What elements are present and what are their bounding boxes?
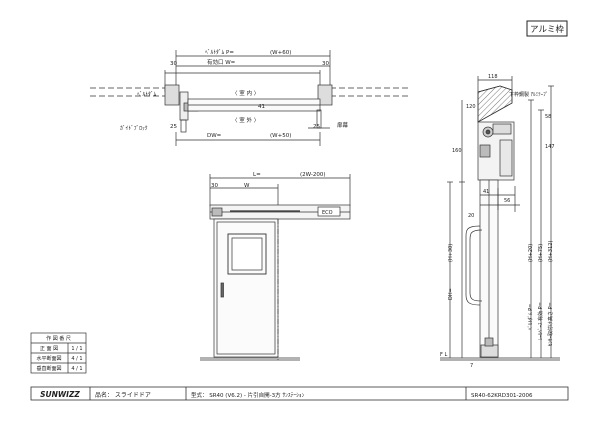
elevation-w-label: W xyxy=(244,183,250,189)
plan-right-small-dim: 25 xyxy=(313,124,320,130)
section-dim-118: 118 xyxy=(488,74,498,80)
elevation-left-dim: 30 xyxy=(211,183,218,189)
plan-labels: ﾍﾞﾙﾄﾀﾞﾑ P= (W+60) 有効口 W= 30 30 ﾍﾞﾙﾄﾀﾞﾑ ｶ… xyxy=(120,49,349,139)
section-bottom-dim: 7 xyxy=(470,363,473,369)
elevation-top-dim-L: L= xyxy=(253,172,261,178)
plan-left-label-2: ｶﾞｲﾄﾞﾌﾞﾛｯｸ xyxy=(120,125,148,132)
scale-row-1-label: 水平断面図 xyxy=(36,355,61,362)
plan-thickness: 41 xyxy=(258,104,265,110)
scale-row-0-value: 1 / 1 xyxy=(71,346,82,352)
drawing-number: SR40-62KRD301-2006 xyxy=(471,393,533,399)
scale-table-text: 作 図 番 尺 正 面 図 1 / 1 水平断面図 4 / 1 垂直断面図 4 … xyxy=(36,335,82,372)
section-v2-label-0: DH= xyxy=(448,288,454,300)
plan-top-label-1: ﾍﾞﾙﾄﾀﾞﾑ P= xyxy=(205,49,234,56)
plan-bottom-label: DW= xyxy=(207,133,222,139)
section-v-label-3: (H+312) xyxy=(548,241,554,262)
section-dim-41: 41 xyxy=(483,189,489,195)
plan-indoor-bottom: 〈 室 外 〉 xyxy=(232,116,259,124)
plan-left-dim: 30 xyxy=(170,61,177,67)
section-v-label-1: (H+20) xyxy=(528,244,534,262)
plan-right-dim: 30 xyxy=(322,61,329,67)
plan-indoor-top: 〈 室 内 〉 xyxy=(232,89,259,97)
product-label: 品名： スライドドア xyxy=(95,391,151,399)
section-dim-20: 20 xyxy=(468,213,474,219)
plan-top-label-2: 有効口 W= xyxy=(207,58,236,66)
brand-logo: SUNWIZZ xyxy=(40,390,80,399)
section-labels: 118 120 58 160 147 41 56 20 下枠鋼製 ｱﾙﾐﾃｰﾌﾟ… xyxy=(440,74,555,369)
section-label-bracket: 下枠鋼製 ｱﾙﾐﾃｰﾌﾟ xyxy=(509,91,548,98)
plan-view xyxy=(90,50,410,146)
title-block-text: SUNWIZZ 品名： スライドドア 型式： SR40 (V6.2) - 片引自… xyxy=(40,390,533,399)
plan-left-small-dim: 25 xyxy=(170,124,177,130)
elevation-view xyxy=(200,174,351,361)
section-dim-120: 120 xyxy=(466,104,476,110)
elevation-labels: L= (2W-200) W 30 ECO xyxy=(211,172,333,216)
corner-tag: アルミ枠 xyxy=(526,20,568,37)
plan-top-label-1-value: (W+60) xyxy=(270,50,291,56)
plan-right-label: 扉幕 xyxy=(337,121,349,129)
scale-table-header: 作 図 番 尺 xyxy=(46,335,71,342)
scale-row-2-value: 4 / 1 xyxy=(71,366,82,372)
section-v2-label-3: ｾﾝｻｰ取付け高さ P= xyxy=(547,302,554,346)
plan-bottom-label-value: (W+50) xyxy=(270,133,291,139)
model-label: 型式： SR40 (V6.2) - 片引自開-3方 ｻﾝｽﾃｰｼｮﾝ xyxy=(191,391,305,399)
scale-table xyxy=(30,332,87,374)
plan-left-label-1: ﾍﾞﾙﾄﾀﾞﾑ xyxy=(137,91,157,98)
section-dim-58: 58 xyxy=(545,114,551,120)
section-v-label-2: (H+75) xyxy=(538,244,544,262)
corner-tag-text: アルミ枠 xyxy=(530,24,564,35)
section-v2-label-2: ﾚｰﾙﾍﾞｰｽ 有効 P= xyxy=(537,302,544,340)
section-v-label-0: (H+30) xyxy=(448,244,454,262)
scale-row-0-label: 正 面 図 xyxy=(40,346,58,352)
section-dim-147: 147 xyxy=(545,144,555,150)
scale-row-2-label: 垂直断面図 xyxy=(36,365,61,372)
title-block xyxy=(30,386,569,401)
section-fl-label: F L xyxy=(440,352,447,358)
scale-row-1-value: 4 / 1 xyxy=(71,356,82,362)
section-dim-160: 160 xyxy=(452,148,462,154)
section-dim-56: 56 xyxy=(504,198,510,204)
elevation-brand-text: ECO xyxy=(322,210,333,216)
elevation-top-dim-L-value: (2W-200) xyxy=(300,172,326,178)
section-view xyxy=(440,76,560,361)
section-v2-label-1: ﾍﾞﾙﾄﾀﾞﾑ P= xyxy=(527,304,534,330)
